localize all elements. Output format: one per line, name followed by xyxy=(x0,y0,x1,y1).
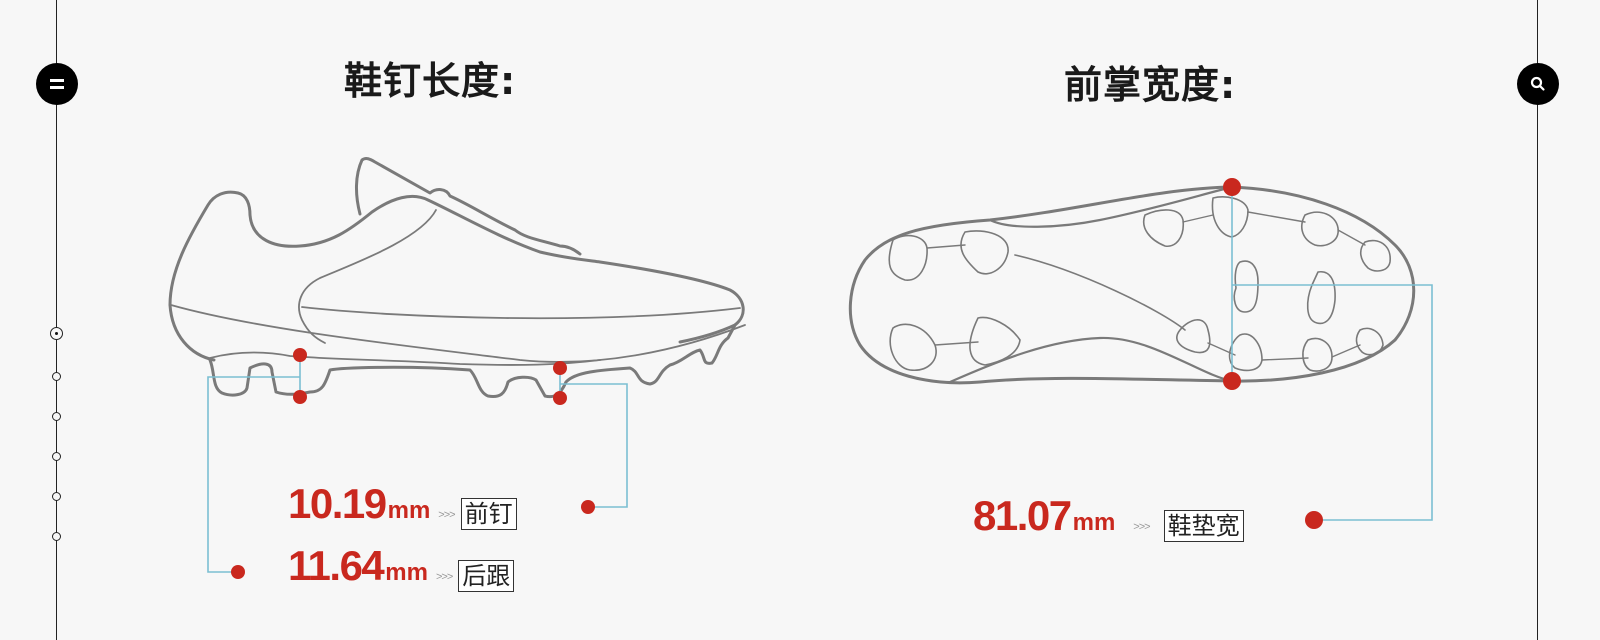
section-dot-1[interactable] xyxy=(50,327,63,340)
front-stud-measurement: 10.19 mm >>> 前钉 xyxy=(288,480,517,530)
arrows-icon: >>> xyxy=(438,509,455,521)
menu-button[interactable] xyxy=(36,63,78,105)
forefoot-width-title: 前掌宽度: xyxy=(1064,63,1237,107)
width-measure-points xyxy=(1223,178,1323,529)
insole-width-unit: mm xyxy=(1072,509,1116,536)
heel-stud-measurement: 11.64 mm >>> 后跟 xyxy=(288,542,515,592)
right-rail-line xyxy=(1537,0,1538,640)
heel-stud-label: 后跟 xyxy=(458,560,515,592)
left-rail-line xyxy=(56,0,57,640)
search-button[interactable] xyxy=(1517,63,1559,105)
heel-stud-value: 11.64 xyxy=(288,542,385,589)
arrows-icon: >>> xyxy=(1133,521,1150,533)
section-dot-5[interactable] xyxy=(52,492,61,501)
front-stud-unit: mm xyxy=(387,497,431,524)
front-stud-value: 10.19 xyxy=(288,480,387,527)
section-dot-6[interactable] xyxy=(52,532,61,541)
insole-width-label: 鞋垫宽 xyxy=(1163,510,1244,542)
section-dot-2[interactable] xyxy=(52,372,61,381)
stud-length-title: 鞋钉长度: xyxy=(344,59,517,103)
menu-icon xyxy=(50,79,64,89)
front-stud-label: 前钉 xyxy=(460,498,517,530)
section-dot-4[interactable] xyxy=(52,452,61,461)
section-dot-3[interactable] xyxy=(52,412,61,421)
insole-width-value: 81.07 xyxy=(973,492,1072,539)
insole-width-measurement: 81.07 mm >>> 鞋垫宽 xyxy=(973,492,1244,542)
heel-stud-unit: mm xyxy=(385,559,428,586)
width-leader-lines xyxy=(1231,187,1433,521)
stud-measure-points xyxy=(231,348,595,579)
arrows-icon: >>> xyxy=(435,571,453,583)
boot-sole-view-icon xyxy=(848,185,1416,385)
boot-side-view-icon xyxy=(168,157,746,399)
search-icon xyxy=(1530,76,1545,91)
